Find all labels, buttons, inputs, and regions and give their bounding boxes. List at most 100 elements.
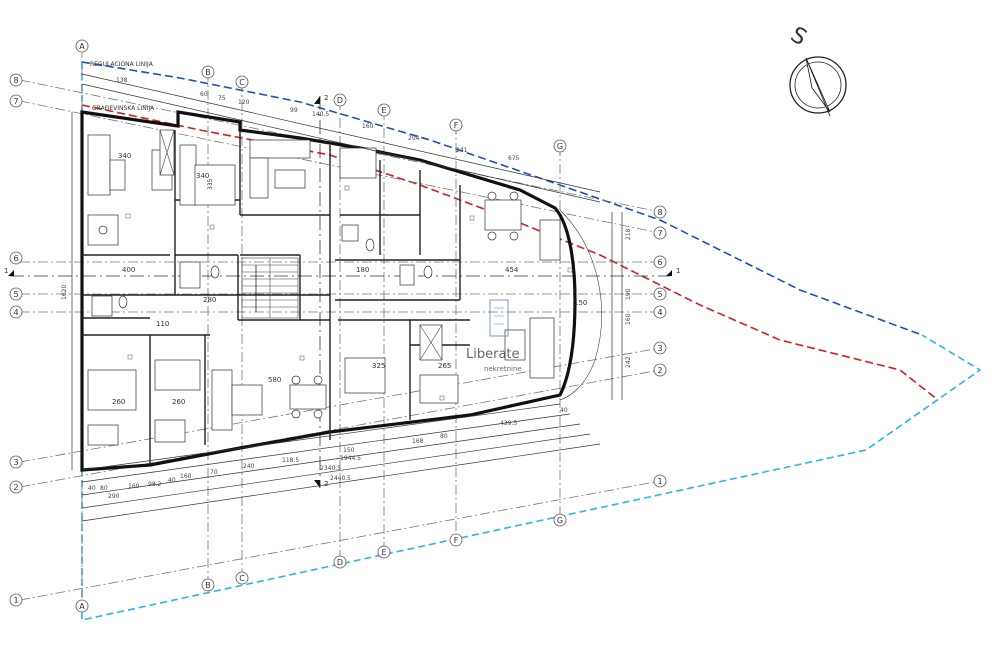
svg-text:7: 7	[657, 229, 662, 238]
room-dim-label: 340	[196, 172, 209, 180]
grid-bubble-g-top: G	[553, 139, 567, 153]
svg-text:98.2: 98.2	[148, 481, 162, 488]
svg-text:40: 40	[168, 477, 176, 484]
svg-text:80: 80	[100, 485, 108, 492]
svg-text:160: 160	[625, 313, 632, 325]
grid-bubble-5-right: 5	[653, 287, 667, 301]
grid-bubbles-top: A B C D E F G	[75, 39, 567, 153]
grid-bubble-a-top: A	[75, 39, 89, 53]
grid-bubble-f-top: F	[449, 118, 463, 132]
grid-axes	[10, 48, 670, 608]
grid-bubble-e-bottom: E	[377, 545, 391, 559]
north-arrow: S	[786, 22, 847, 117]
svg-text:A: A	[79, 42, 85, 51]
svg-text:5: 5	[657, 290, 662, 299]
svg-text:120: 120	[238, 99, 250, 106]
svg-text:160: 160	[362, 123, 374, 130]
svg-text:1: 1	[4, 267, 8, 275]
grid-bubble-b-top: B	[201, 65, 215, 79]
grid-bubble-d-top: D	[333, 93, 347, 107]
svg-text:B: B	[205, 581, 211, 590]
grid-bubble-6-left: 6	[9, 251, 23, 265]
grid-bubble-6-right: 6	[653, 255, 667, 269]
svg-text:6: 6	[13, 254, 18, 263]
svg-text:D: D	[337, 96, 343, 105]
svg-text:160: 160	[180, 473, 192, 480]
svg-text:F: F	[454, 121, 459, 130]
svg-text:1944.5: 1944.5	[340, 455, 361, 462]
grid-bubble-2-left: 2	[9, 480, 23, 494]
dimension-chain-top: 138 60 75 120 99 140.5 160 204 241 675	[81, 73, 601, 203]
grid-bubbles-bottom: A B C D E F G	[75, 513, 567, 613]
grid-bubble-8-right: 8	[653, 205, 667, 219]
svg-text:D: D	[337, 558, 343, 567]
svg-text:60: 60	[200, 91, 208, 98]
room-dim-label: 580	[268, 376, 281, 384]
svg-text:290: 290	[108, 493, 120, 500]
svg-text:204: 204	[408, 135, 420, 142]
svg-text:218: 218	[625, 228, 632, 240]
grid-bubbles-right: 8 7 6 5 4 3 2 1	[653, 205, 667, 488]
section-markers: 1 1 2 2	[4, 94, 680, 488]
svg-text:1: 1	[657, 477, 662, 486]
building-line-label: GRAĐEVINSKA LINIJA	[92, 105, 155, 112]
svg-text:138: 138	[116, 77, 128, 84]
grid-bubble-1-right: 1	[653, 474, 667, 488]
svg-text:118.5: 118.5	[282, 457, 299, 464]
svg-text:8: 8	[657, 208, 662, 217]
grid-bubble-3-right: 3	[653, 341, 667, 355]
svg-text:160: 160	[128, 483, 140, 490]
watermark-subtitle: nekretnine	[484, 365, 522, 373]
north-label: S	[786, 22, 811, 51]
dimension-chain-right: 218 190 160 242 40	[560, 212, 632, 414]
svg-text:2340.5: 2340.5	[320, 465, 341, 472]
room-dim-label: 335	[207, 178, 214, 190]
svg-text:150: 150	[343, 447, 355, 454]
svg-text:B: B	[205, 68, 211, 77]
grid-bubble-g-bottom: G	[553, 513, 567, 527]
svg-text:2: 2	[324, 94, 328, 102]
svg-text:2440.5: 2440.5	[330, 475, 351, 482]
svg-text:75: 75	[218, 95, 226, 102]
svg-text:C: C	[239, 78, 245, 87]
svg-text:2: 2	[324, 480, 328, 488]
grid-bubble-d-bottom: D	[333, 555, 347, 569]
svg-text:1620: 1620	[61, 285, 68, 300]
grid-bubble-7-right: 7	[653, 226, 667, 240]
svg-text:8: 8	[13, 76, 18, 85]
svg-text:240: 240	[243, 463, 255, 470]
grid-bubble-2-right: 2	[653, 363, 667, 377]
svg-text:140.5: 140.5	[312, 111, 329, 118]
furniture	[87, 129, 561, 446]
room-dim-label: 340	[118, 152, 131, 160]
grid-bubble-f-bottom: F	[449, 533, 463, 547]
svg-text:F: F	[454, 536, 459, 545]
plot-boundary	[81, 62, 982, 621]
svg-text:40: 40	[560, 407, 568, 414]
grid-bubble-1-left: 1	[9, 593, 23, 607]
svg-text:3: 3	[13, 458, 18, 467]
svg-text:4: 4	[13, 308, 18, 317]
svg-text:E: E	[381, 106, 386, 115]
svg-text:G: G	[557, 142, 563, 151]
dimension-chain-left: 1620	[61, 112, 73, 470]
svg-text:70: 70	[210, 469, 218, 476]
grid-bubble-a-bottom: A	[75, 599, 89, 613]
room-dim-label: 110	[156, 320, 169, 328]
room-dim-label: 180	[356, 266, 369, 274]
svg-text:242: 242	[625, 356, 632, 368]
grid-bubble-4-right: 4	[653, 305, 667, 319]
svg-text:C: C	[239, 574, 245, 583]
room-dim-label: 265	[438, 362, 451, 370]
svg-text:40: 40	[88, 485, 96, 492]
svg-text:241: 241	[456, 147, 468, 154]
staircase	[241, 257, 299, 319]
grid-bubble-7-left: 7	[9, 94, 23, 108]
svg-text:168: 168	[412, 438, 424, 445]
dimension-chain-bottom: 160 70 240 118.5 150 168 80 439.5 1944.5…	[81, 403, 601, 522]
svg-text:1: 1	[676, 267, 680, 275]
watermark-title: Liberate	[466, 347, 520, 362]
room-dim-label: 454	[505, 266, 519, 274]
room-dim-label: 260	[112, 398, 125, 406]
svg-text:E: E	[381, 548, 386, 557]
